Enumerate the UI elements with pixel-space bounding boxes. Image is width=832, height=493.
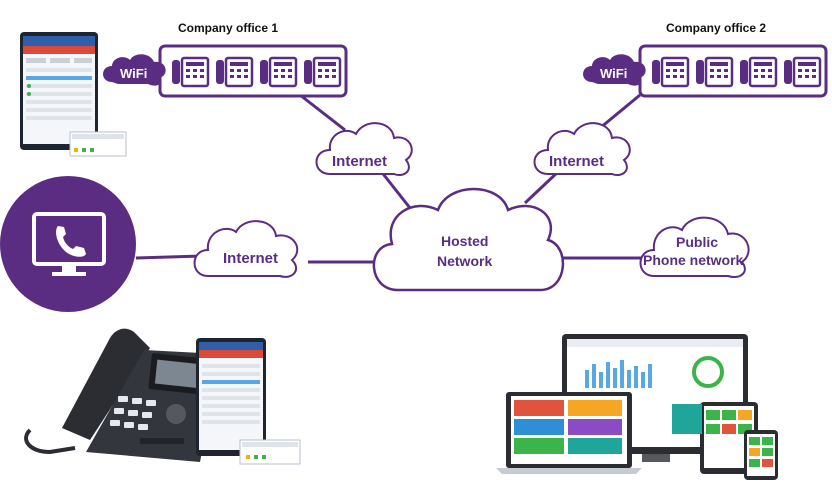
wifi-cloud-icon: WiFi (583, 54, 646, 86)
hosted-network-line1: Hosted (441, 233, 488, 249)
public-network-line2: Phone network (643, 252, 744, 268)
hosted-network-cloud: Hosted Network (372, 187, 565, 292)
mobile-app-screenshot (20, 32, 127, 157)
mobile-app-screenshot-2 (196, 338, 301, 465)
desk-phone-icon (304, 56, 342, 88)
line-internet1-hosted (378, 169, 412, 209)
desk-phone-icon (784, 56, 822, 88)
ip-desk-phone-image (24, 328, 220, 462)
office-2-title: Company office 2 (666, 21, 766, 35)
office-2: Company office 2 (583, 21, 828, 98)
line-monitor-internet (135, 254, 203, 260)
office-2-wifi-label: WiFi (600, 66, 627, 81)
wifi-cloud-icon: WiFi (103, 54, 166, 86)
internet-cloud-left: Internet (193, 220, 299, 278)
desk-phone-icon (172, 56, 210, 88)
office-1-desk-phones (172, 56, 342, 88)
desk-phone-icon (216, 56, 254, 88)
internet-label-left: Internet (223, 250, 278, 267)
desk-phone-icon (740, 56, 778, 88)
dashboard-devices-image (496, 334, 778, 480)
internet-cloud-office1: Internet (315, 122, 413, 176)
line-office2-internet (599, 93, 641, 130)
internet-label-office1: Internet (332, 153, 387, 170)
office-2-desk-phones (652, 56, 822, 88)
office-1: Company office 1 (103, 21, 348, 98)
office-1-wifi-label: WiFi (120, 66, 147, 81)
hosted-network-line2: Network (437, 253, 492, 269)
office-1-title: Company office 1 (178, 21, 278, 35)
line-internet2-hosted (523, 168, 562, 205)
connection-lines (135, 93, 643, 264)
softphone-monitor-icon (0, 176, 136, 312)
desk-phone-icon (696, 56, 734, 88)
desk-phone-icon (260, 56, 298, 88)
internet-label-office2: Internet (549, 153, 604, 170)
public-network-line1: Public (676, 234, 718, 250)
desk-phone-icon (652, 56, 690, 88)
internet-cloud-office2: Internet (533, 122, 631, 176)
line-office1-internet (299, 93, 346, 132)
public-phone-network-cloud: Public Phone network (639, 216, 750, 278)
